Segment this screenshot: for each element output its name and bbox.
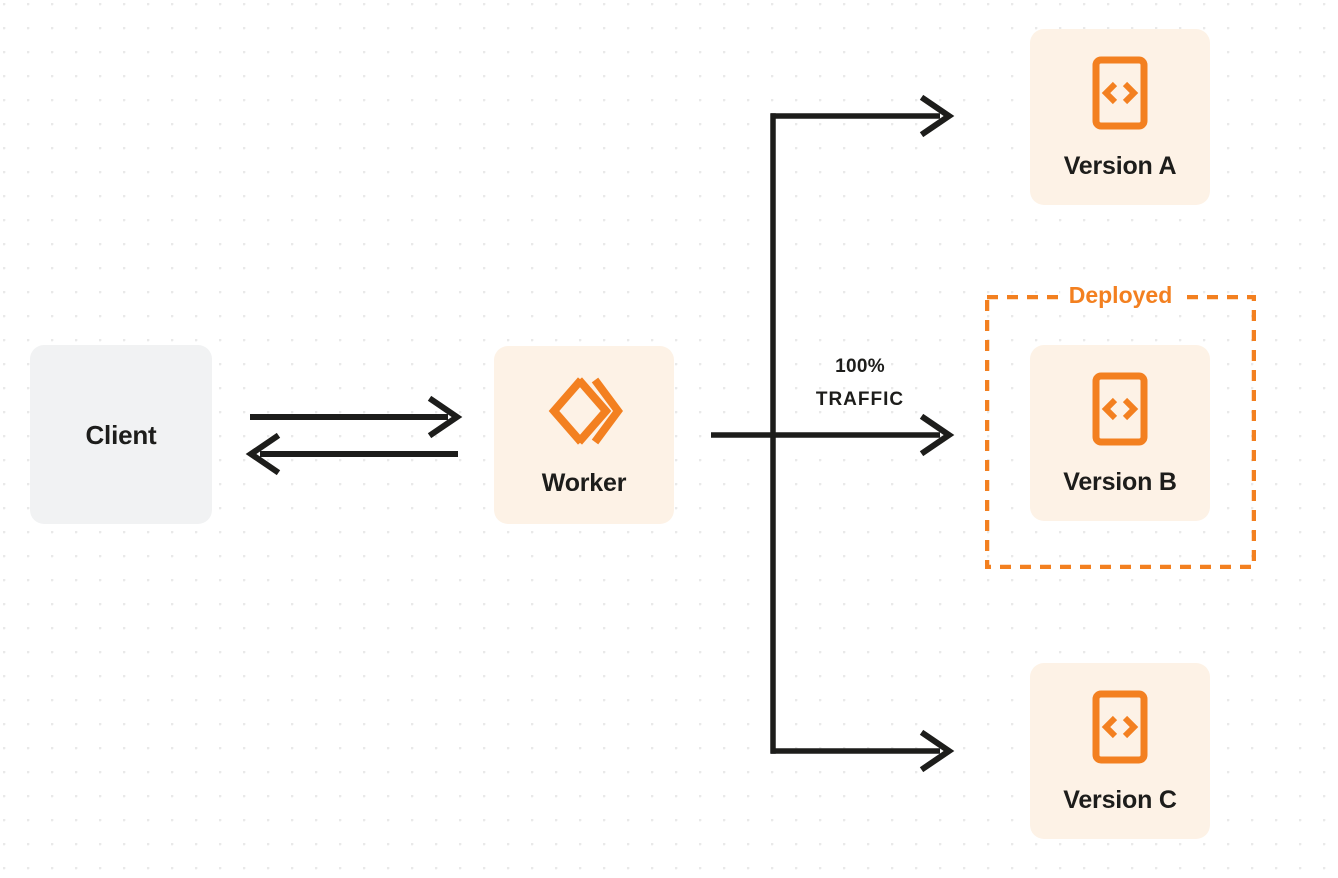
edge-worker-to-version-c: [771, 729, 955, 773]
deployed-group: Deployed: [985, 281, 1256, 569]
node-version-c[interactable]: Version C: [1030, 663, 1210, 839]
edge-worker-to-client: [245, 432, 458, 476]
node-client-label: Client: [85, 419, 157, 450]
code-document-icon: [1091, 371, 1149, 452]
node-version-c-label: Version C: [1063, 786, 1177, 814]
deployed-dashed-border: [985, 295, 1256, 569]
edge-worker-to-version-a: [771, 94, 955, 138]
node-worker[interactable]: Worker: [494, 346, 674, 524]
traffic-unit: TRAFFIC: [815, 389, 905, 410]
code-document-icon: [1091, 689, 1149, 770]
cloudflare-workers-logo-icon: [545, 374, 623, 453]
deployed-group-label: Deployed: [1059, 281, 1182, 309]
node-version-b-label: Version B: [1063, 468, 1177, 496]
node-version-a-label: Version A: [1063, 152, 1177, 180]
node-worker-label: Worker: [541, 469, 627, 497]
node-version-b[interactable]: Version B: [1030, 345, 1210, 521]
traffic-percent: 100%: [835, 356, 885, 377]
edge-client-to-worker: [250, 395, 463, 439]
code-document-icon: [1091, 55, 1149, 136]
node-version-a[interactable]: Version A: [1030, 29, 1210, 205]
traffic-label: 100% TRAFFIC: [790, 350, 930, 416]
node-client[interactable]: Client: [30, 345, 212, 524]
edge-worker-to-version-b: [711, 413, 955, 457]
